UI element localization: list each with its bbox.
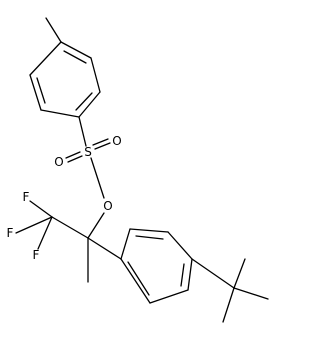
oxygen-atom-label: O <box>54 155 63 169</box>
tert-butyl-methyl-bond <box>233 258 246 289</box>
phenyl-ring-bond <box>149 289 189 304</box>
tolyl-ring-bond <box>29 74 42 111</box>
trifluoromethyl-group: F F F <box>7 190 89 262</box>
tert-butylphenyl-group <box>87 228 269 323</box>
carbon-fluorine-bond <box>37 216 53 250</box>
ring-to-sulfur-bond <box>78 116 87 147</box>
tolyl-ring-bond <box>60 41 92 59</box>
phenyl-ring-bond <box>120 258 151 304</box>
tolyl-ring-bond <box>29 41 62 76</box>
ester-linkage: O <box>87 199 113 239</box>
ester-oxygen-to-carbon-bond <box>87 212 105 239</box>
tolyl-group <box>29 17 101 118</box>
phenyl-ring-bond <box>167 231 193 260</box>
sulfur-oxygen-double-bond <box>65 151 81 159</box>
chemical-structure-diagram: S O O O F F F <box>7 17 269 323</box>
tolyl-ring-bond <box>78 91 101 118</box>
phenyl-ring-bond <box>120 228 131 260</box>
phenyl-double-bond <box>127 261 150 296</box>
phenyl-ring-bond <box>187 258 193 291</box>
tert-butyl-methyl-bond <box>233 287 269 300</box>
carbon-fluorine-bond <box>15 216 53 234</box>
sulfonyl-group: S O O <box>54 116 122 199</box>
tolyl-double-bond <box>63 50 87 64</box>
phenyl-ring-bond <box>129 228 169 233</box>
fluorine-atom-label: F <box>33 248 40 262</box>
ring-to-tert-butyl-bond <box>191 258 235 289</box>
fluorine-atom-label: F <box>7 226 14 240</box>
oxygen-atom-label: O <box>103 199 112 213</box>
tolyl-double-bond <box>36 77 46 104</box>
phenyl-double-bond <box>135 235 164 240</box>
sulfur-ester-oxygen-bond <box>90 157 105 199</box>
methyl-bond-top <box>45 17 62 43</box>
quaternary-to-cf3-bond <box>51 216 89 239</box>
tert-butyl-methyl-bond <box>222 287 235 323</box>
fluorine-atom-label: F <box>23 190 30 204</box>
sulfur-oxygen-double-bond <box>94 142 111 150</box>
quaternary-to-ring-bond <box>87 237 122 260</box>
sulfur-atom-label: S <box>84 145 92 159</box>
phenyl-double-bond <box>180 263 185 287</box>
oxygen-atom-label: O <box>112 134 121 148</box>
carbon-fluorine-bond <box>29 200 53 218</box>
tolyl-double-bond <box>75 92 93 111</box>
tolyl-ring-bond <box>90 57 101 93</box>
sulfur-oxygen-double-bond <box>67 155 83 163</box>
tolyl-ring-bond <box>40 109 80 118</box>
sulfur-oxygen-double-bond <box>92 138 109 146</box>
